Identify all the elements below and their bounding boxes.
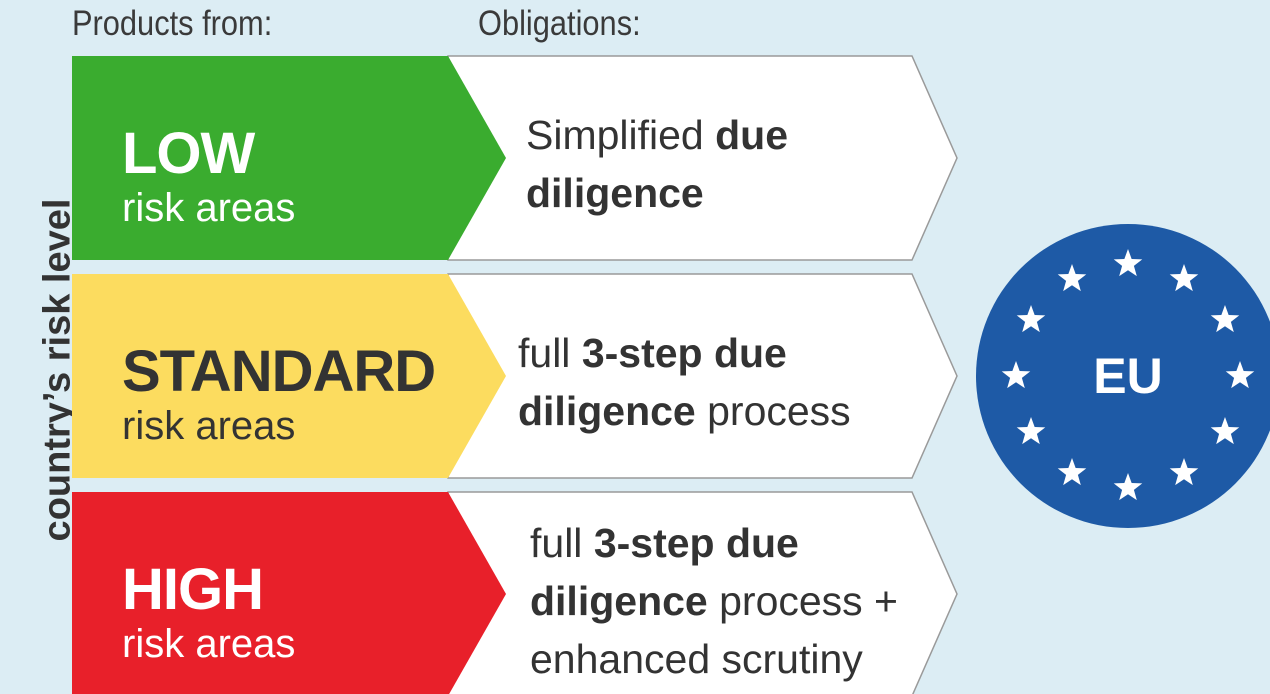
star-icon: [1016, 305, 1046, 333]
star-icon: [1057, 457, 1087, 486]
star-icon: [1113, 473, 1143, 501]
low-risk-arrow: [72, 56, 506, 260]
star-icon: [1210, 305, 1240, 333]
star-icon: [1001, 361, 1031, 389]
products-header: Products from:: [72, 4, 273, 43]
tier-low-name: LOW: [122, 121, 255, 186]
tier-standard-sub: risk areas: [122, 404, 296, 448]
obligation-low-text-1: Simplified: [526, 112, 716, 158]
obligations-header: Obligations:: [478, 4, 641, 43]
eu-label: EU: [1093, 348, 1163, 404]
star-icon: [1057, 264, 1087, 292]
obligation-low-bold-2: diligence: [526, 170, 704, 216]
obligation-high: full 3-step due diligence process + enha…: [530, 514, 898, 688]
obligation-high-bold-2: diligence: [530, 578, 708, 624]
obligation-high-text-1: full: [530, 520, 594, 566]
obligation-standard: full 3-step due diligence process: [518, 324, 851, 440]
eu-emblem-circle: [976, 224, 1270, 528]
high-risk-arrow: [72, 492, 506, 694]
tier-low: LOW risk areas: [122, 121, 296, 231]
star-icon: [1016, 417, 1046, 445]
tier-high-name: HIGH: [122, 557, 264, 622]
obligation-standard-text-1: full: [518, 330, 582, 376]
tier-standard: STANDARD risk areas: [122, 339, 436, 449]
star-icon: [1113, 249, 1143, 277]
obligation-high-bold-1: 3-step due: [593, 520, 799, 566]
obligation-high-text-2: process +: [707, 578, 899, 624]
obligation-standard-bold-1: 3-step due: [581, 330, 787, 376]
tier-high-sub: risk areas: [122, 622, 296, 666]
obligation-high-text-3: enhanced scrutiny: [530, 636, 863, 682]
obligation-low: Simplified due diligence: [526, 106, 788, 222]
obligation-low-bold-1: due: [715, 112, 789, 158]
tier-low-sub: risk areas: [122, 186, 296, 230]
obligation-standard-text-2: process: [695, 388, 851, 434]
star-icon: [1169, 264, 1199, 292]
star-icon: [1169, 457, 1199, 486]
star-icon: [1210, 417, 1240, 445]
eu-stars: [1001, 249, 1255, 501]
tier-high: HIGH risk areas: [122, 557, 296, 667]
standard-risk-arrow: [72, 274, 506, 478]
obligation-standard-bold-2: diligence: [518, 388, 696, 434]
star-icon: [1225, 361, 1255, 389]
tier-standard-name: STANDARD: [122, 339, 436, 404]
